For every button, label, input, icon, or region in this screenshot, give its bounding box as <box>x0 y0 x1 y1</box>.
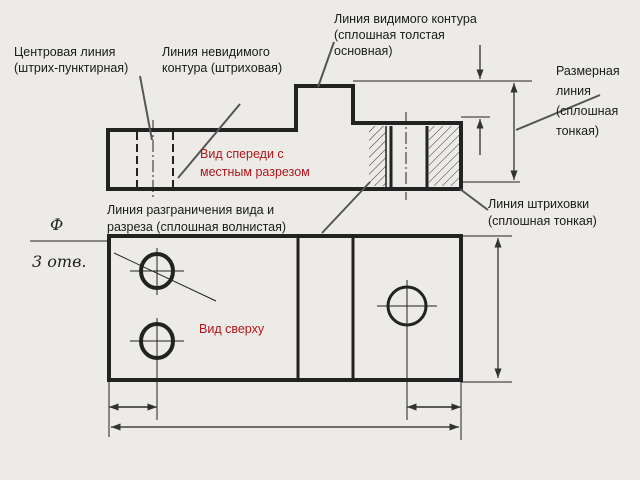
leader-visible <box>317 41 335 88</box>
label-line: Линия видимого контура <box>334 12 477 26</box>
label-line: Центровая линия <box>14 45 116 59</box>
leader-break <box>321 181 371 234</box>
label-top-view: Вид сверху <box>199 322 265 336</box>
label-line: разреза (сплошная волнистая) <box>107 220 287 234</box>
hole-diameter-symbol: Ф <box>50 215 64 234</box>
front-view-outline <box>106 84 463 191</box>
label-center-line: Центровая линия (штрих-пунктирная) <box>14 44 128 76</box>
leader-hidden <box>177 103 241 179</box>
label-line: Размерная <box>556 64 620 78</box>
label-break-line: Линия разграничения вида и разреза (сплош… <box>107 202 286 236</box>
hatch-right <box>429 126 459 186</box>
label-dimension-line: Размерная линия (сплошная тонкая) <box>556 61 620 141</box>
label-line: Линия разграничения вида и <box>107 203 275 217</box>
label-line: (штрих-пунктирная) <box>14 61 129 75</box>
label-line: Вид спереди с <box>200 147 284 161</box>
label-line: (сплошная толстая <box>334 28 445 42</box>
leader-dimension <box>515 94 601 131</box>
label-line: Линия невидимого <box>162 45 270 59</box>
label-line: контура (штриховая) <box>162 61 283 75</box>
label-line: тонкая) <box>556 124 600 138</box>
hatch-left <box>369 126 386 186</box>
label-line: линия <box>556 84 591 98</box>
label-line: местным разрезом <box>200 165 310 179</box>
label-line: Линия штриховки <box>488 197 590 211</box>
label-line: основная) <box>334 44 393 58</box>
label-hatch-line: Линия штриховки (сплошная тонкая) <box>488 196 597 230</box>
label-line: (сплошная тонкая) <box>488 214 597 228</box>
label-visible-line: Линия видимого контура (сплошная толстая о… <box>334 11 477 59</box>
label-hidden-line: Линия невидимого контура (штриховая) <box>162 44 282 76</box>
label-line: (сплошная <box>556 104 619 118</box>
leader-center <box>139 75 153 141</box>
top-view-outline <box>107 234 463 382</box>
label-front-view: Вид спереди с местным разрезом <box>200 145 310 181</box>
hole-count-label: 3 отв. <box>32 252 87 271</box>
leader-hatch <box>459 188 489 211</box>
